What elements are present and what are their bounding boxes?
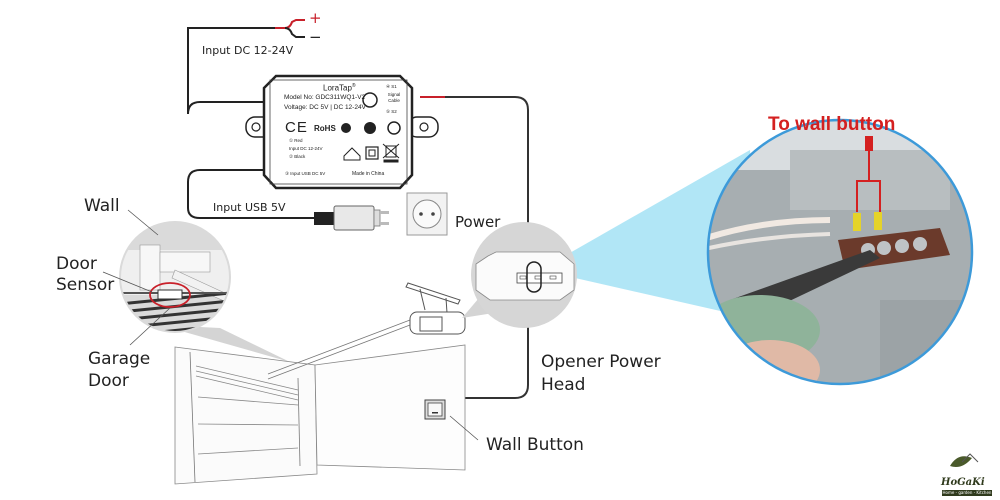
power-head-magnifier bbox=[462, 222, 577, 328]
garage-door-label-1: Garage bbox=[88, 349, 151, 369]
wall-button-label: Wall Button bbox=[486, 435, 584, 455]
brand-text: LoraTap bbox=[323, 83, 352, 93]
dc-plus-label: + bbox=[309, 9, 322, 27]
door-sensor-magnifier bbox=[119, 221, 290, 362]
device-brand: LoraTap® bbox=[323, 83, 356, 93]
signal-cable-wire bbox=[420, 96, 529, 400]
device-model: Model No: GDC311WQ1-V2 bbox=[284, 94, 366, 101]
rohs-mark: RoHS bbox=[314, 124, 336, 133]
recycle-icon bbox=[341, 123, 351, 133]
power-socket bbox=[406, 192, 448, 236]
dc-minus-label: − bbox=[309, 28, 322, 46]
photo-title: To wall button bbox=[768, 114, 896, 135]
double-insulation-icon bbox=[365, 146, 379, 160]
wiring-photo bbox=[706, 118, 974, 386]
door-sensor-highlight bbox=[149, 282, 191, 308]
made-in-china: Made in China bbox=[352, 171, 385, 177]
door-sensor-label-1: Door bbox=[56, 254, 97, 274]
brand-mark: ® bbox=[351, 83, 356, 89]
usb-power-adapter bbox=[314, 205, 389, 231]
pin-red: ① Red bbox=[289, 138, 303, 143]
signal-s2: ⑤ S2 bbox=[386, 109, 397, 114]
logo-name: HoGaKi bbox=[941, 477, 985, 488]
pin-usb: ③ Input USB DC 5V bbox=[285, 171, 326, 176]
garage-opener bbox=[405, 282, 466, 335]
wall-button-icon[interactable] bbox=[424, 399, 446, 420]
photo-callout-lines bbox=[856, 136, 881, 212]
usb-wire bbox=[187, 169, 318, 219]
loratap-device bbox=[245, 74, 439, 190]
recycle-arrow-icon bbox=[364, 122, 376, 134]
garage-illustration bbox=[174, 319, 466, 485]
garage-door-label-2: Door bbox=[88, 371, 129, 391]
device-voltage: Voltage: DC 5V | DC 12-24V bbox=[284, 104, 366, 111]
logo-tagline: Home - garden - Kitchen bbox=[942, 490, 992, 496]
signal-s1: ④ S1 bbox=[386, 84, 397, 89]
tidy-man-icon bbox=[387, 121, 401, 135]
hogaki-logo-icon bbox=[950, 453, 979, 467]
zoom-callout-beam bbox=[540, 150, 760, 320]
indoor-house-icon bbox=[343, 147, 361, 161]
opener-label-1: Opener Power bbox=[541, 352, 661, 372]
leader-lines bbox=[102, 209, 479, 441]
input-usb-label: Input USB 5V bbox=[213, 201, 286, 214]
opener-label-2: Head bbox=[541, 375, 586, 395]
signal-cable-text: Signal Cable bbox=[387, 92, 401, 103]
input-dc-label: Input DC 12-24V bbox=[202, 44, 294, 57]
ce-mark: CE bbox=[285, 119, 308, 136]
pin-black: ② Black bbox=[289, 154, 306, 159]
power-label: Power bbox=[455, 213, 501, 231]
door-sensor-label-2: Sensor bbox=[56, 275, 115, 295]
dc-input-wire bbox=[187, 19, 305, 115]
wall-label: Wall bbox=[84, 196, 120, 216]
pin-input-dc: Input DC 12-24V bbox=[289, 146, 323, 151]
weee-bin-icon bbox=[382, 143, 400, 163]
